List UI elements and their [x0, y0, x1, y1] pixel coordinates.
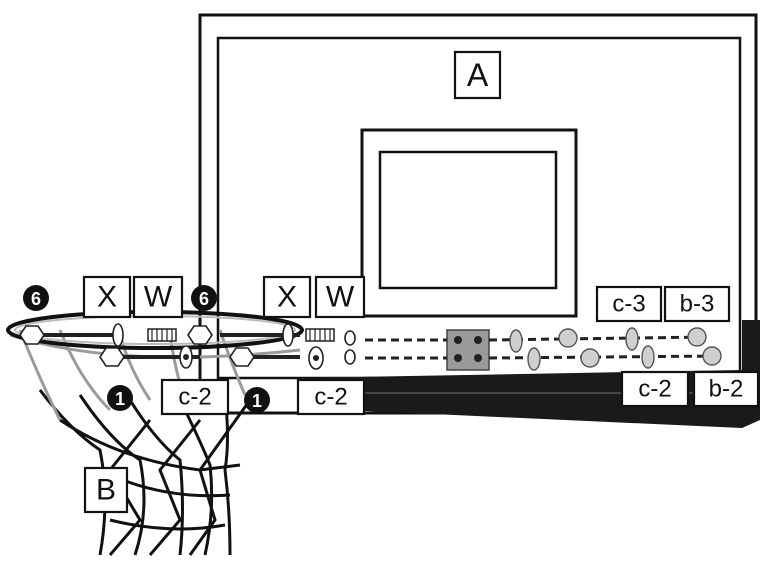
svg-text:b-3: b-3: [680, 291, 715, 318]
svg-text:c-2: c-2: [638, 376, 671, 403]
label-c2-left: c-2: [162, 380, 228, 414]
svg-text:1: 1: [252, 391, 262, 411]
callout-1-left: 1: [107, 385, 133, 411]
svg-text:W: W: [326, 281, 355, 314]
svg-text:X: X: [97, 281, 117, 314]
label-bolt-x-left: X: [84, 277, 130, 317]
label-backboard-a: A: [455, 52, 500, 98]
callout-1-middle: 1: [244, 387, 270, 413]
svg-text:W: W: [144, 281, 173, 314]
svg-text:6: 6: [199, 289, 209, 309]
svg-text:X: X: [277, 281, 297, 314]
svg-text:c-2: c-2: [178, 384, 211, 411]
callout-6-left: 6: [23, 285, 49, 311]
rim-mounting-plate: [447, 330, 489, 370]
svg-text:c-2: c-2: [314, 384, 347, 411]
label-c2-right: c-2: [622, 372, 688, 406]
label-washer-w-left: W: [134, 277, 182, 317]
svg-text:B: B: [96, 474, 116, 507]
label-bolt-x-right: X: [264, 277, 310, 317]
label-b3: b-3: [665, 287, 729, 321]
svg-text:A: A: [467, 57, 489, 93]
label-b2: b-2: [694, 372, 758, 406]
svg-text:1: 1: [115, 389, 125, 409]
svg-text:6: 6: [31, 289, 41, 309]
callout-6-middle: 6: [191, 285, 217, 311]
label-rim-b: B: [85, 468, 127, 512]
svg-text:b-2: b-2: [709, 376, 744, 403]
label-c3: c-3: [597, 287, 661, 321]
label-washer-w-right: W: [316, 277, 364, 317]
svg-text:c-3: c-3: [612, 291, 645, 318]
label-c2-middle: c-2: [298, 380, 364, 414]
